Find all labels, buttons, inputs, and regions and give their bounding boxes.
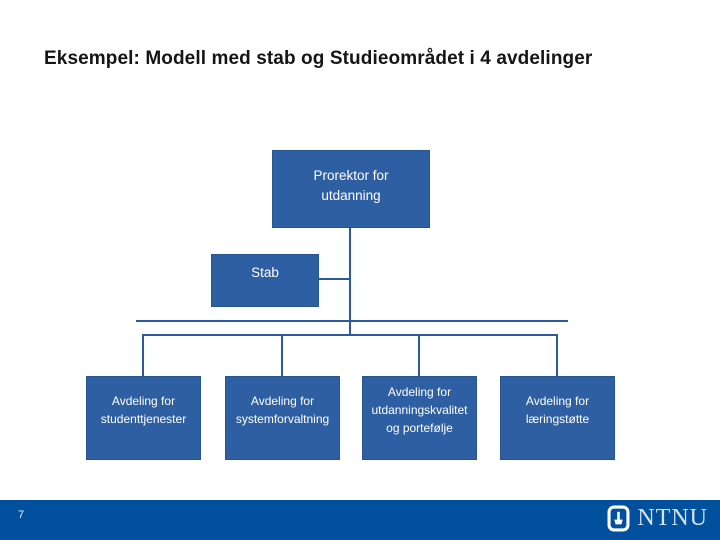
org-box-label: Prorektor for utdanning (313, 167, 389, 203)
connector-drop-utdanningskvalitet (418, 334, 420, 377)
slide-title: Eksempel: Modell med stab og Studieområd… (44, 48, 593, 69)
org-box-systemforvaltning: Avdeling for systemforvaltning (225, 376, 340, 460)
org-box-prorektor: Prorektor for utdanning (272, 150, 430, 228)
connector-drop-laringstotte (556, 334, 558, 377)
org-box-label: Stab (251, 265, 279, 281)
ntnu-logo-text: NTNU (637, 505, 708, 531)
org-box-utdanningskvalitet: Avdeling for utdanningskvalitet og porte… (362, 376, 477, 460)
org-box-label: Avdeling for studenttjenester (100, 394, 187, 426)
page-number: 7 (18, 509, 25, 521)
connector-drop-studenttjenester (142, 334, 144, 377)
ntnu-logo: NTNU (607, 505, 708, 532)
org-box-label: Avdeling for utdanningskvalitet og porte… (371, 385, 468, 435)
org-box-laringstotte: Avdeling for læringstøtte (500, 376, 615, 460)
ntnu-hammer-icon (607, 505, 630, 532)
connector-trunk (349, 228, 351, 335)
footer-bar: 7 NTNU (0, 500, 720, 540)
connector-bus-upper (136, 320, 568, 322)
org-box-stab: Stab (211, 254, 319, 307)
org-box-studenttjenester: Avdeling for studenttjenester (86, 376, 201, 460)
connector-bus-lower (143, 334, 558, 336)
org-box-label: Avdeling for læringstøtte (525, 394, 590, 426)
org-box-label: Avdeling for systemforvaltning (235, 394, 330, 426)
connector-stab (319, 278, 350, 280)
connector-drop-systemforvaltning (281, 334, 283, 377)
